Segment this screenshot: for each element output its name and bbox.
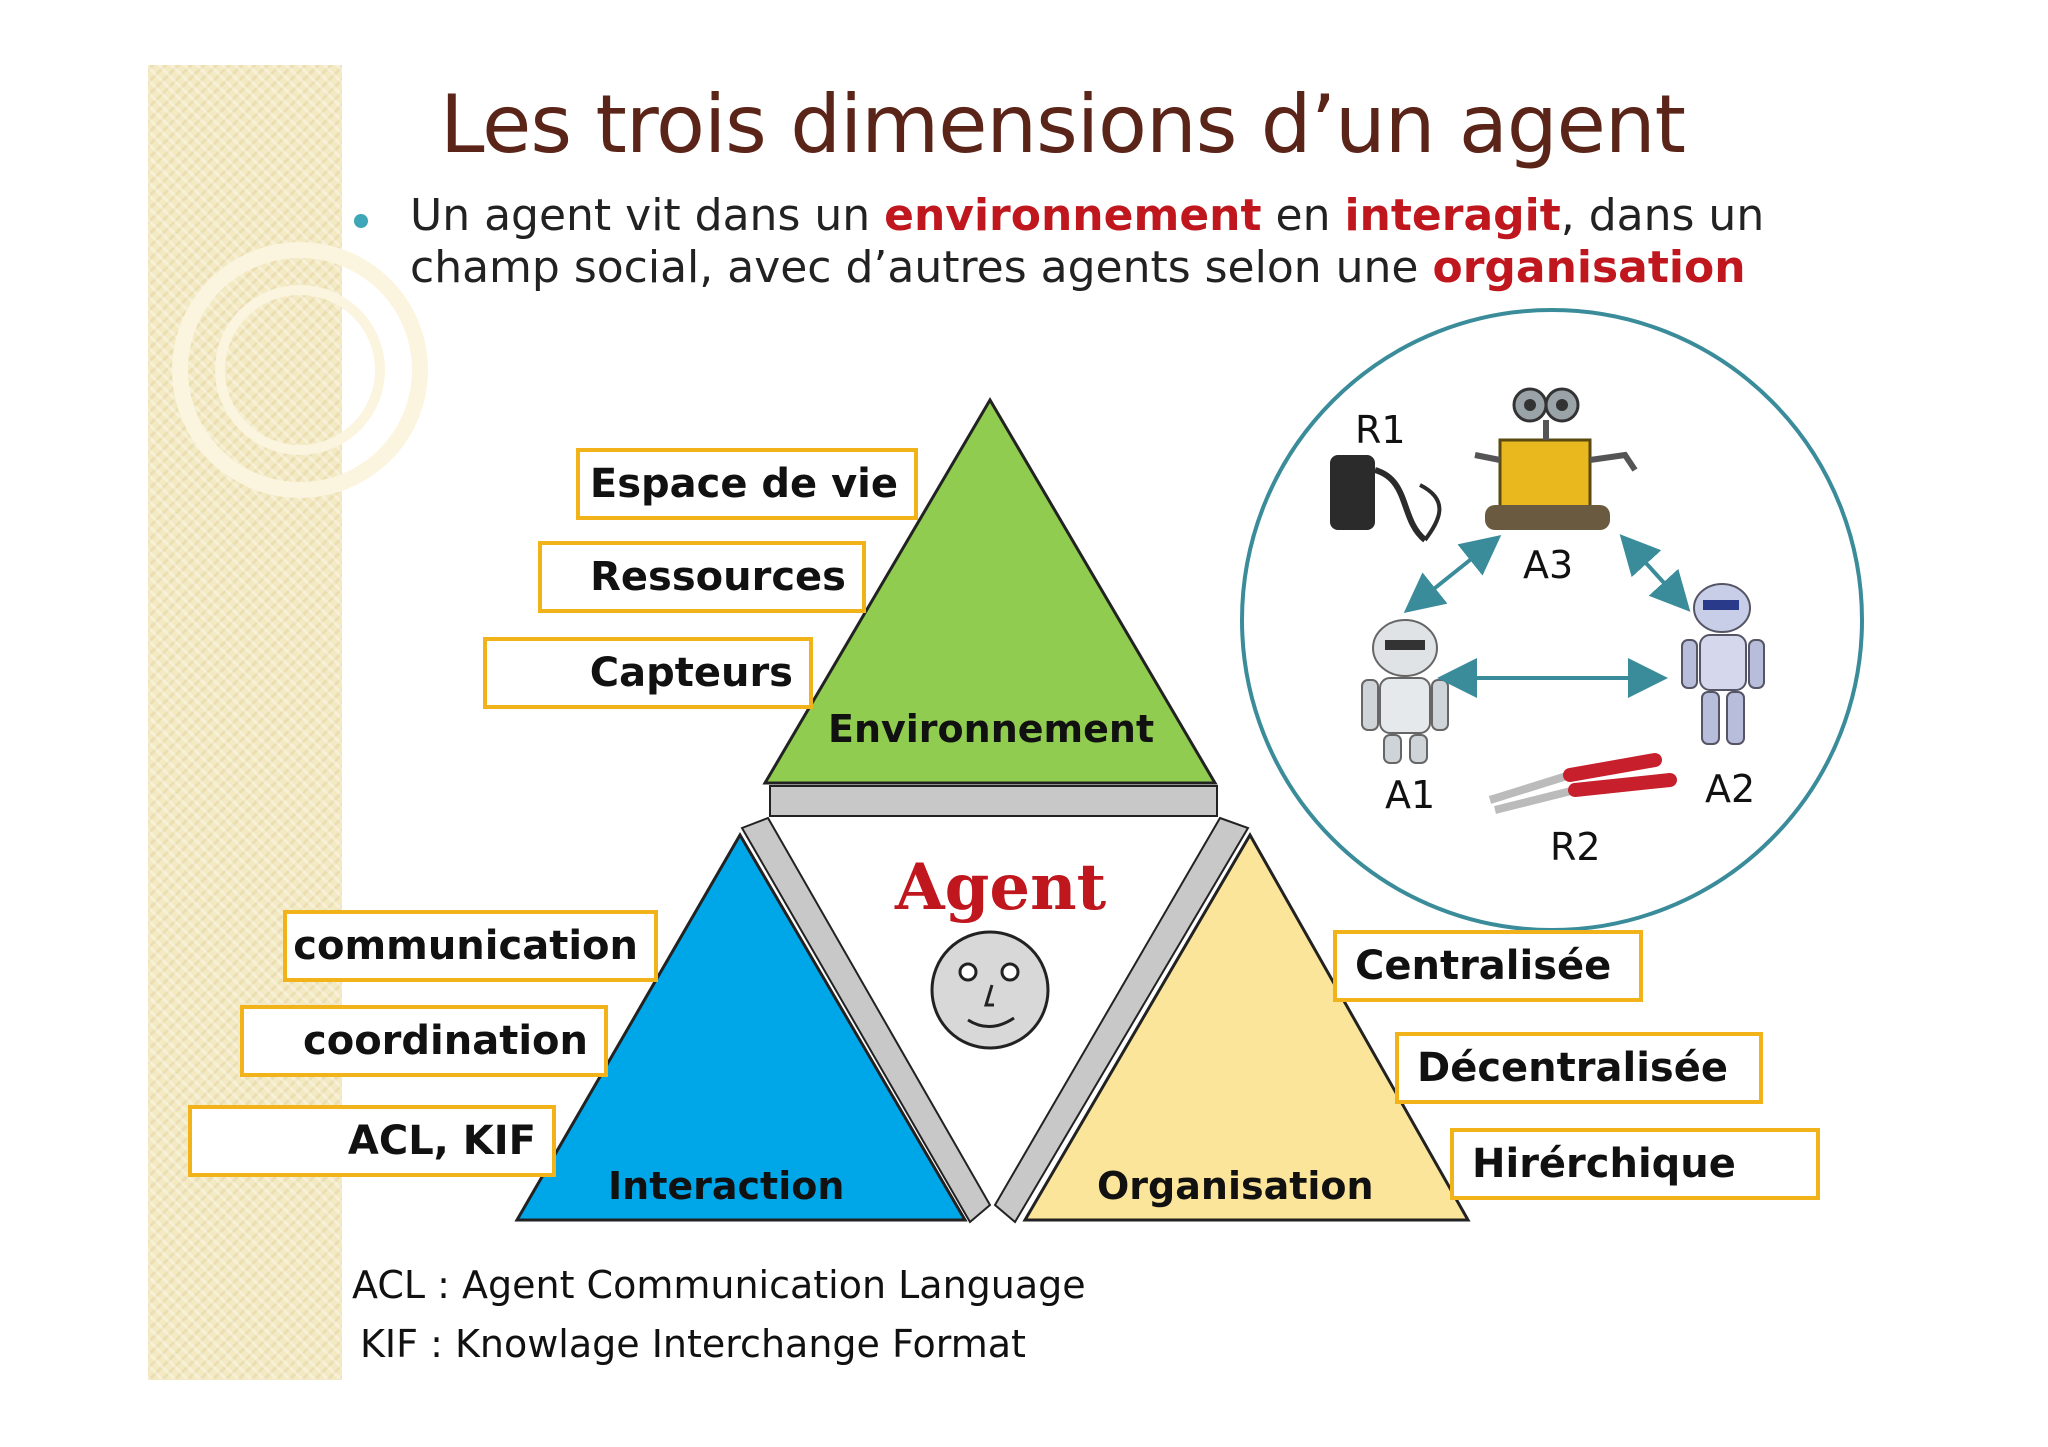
label-a1: A1 [1385, 773, 1436, 817]
charger-icon [1330, 455, 1442, 543]
bullet-text-3: , dans un champ social, avec d’autres ag… [410, 190, 1765, 293]
label-r1: R1 [1355, 408, 1406, 452]
robot-a1-legs [1383, 734, 1428, 764]
face-icon [930, 930, 1050, 1050]
environment-triangle [762, 397, 1218, 785]
keyword-environnement: environnement [884, 190, 1262, 241]
page-title: Les trois dimensions d’un agent [440, 78, 1686, 171]
pliers-icon [1488, 753, 1677, 814]
right-bar [993, 816, 1250, 1224]
box-coordination: coordination [240, 1005, 608, 1077]
bullet-text-1: Un agent vit dans un [410, 190, 885, 241]
bullet-text-2: en [1261, 190, 1345, 241]
box-hierarchique: Hirérchique [1450, 1128, 1820, 1200]
interaction-triangle [514, 832, 968, 1222]
left-bar [740, 816, 992, 1224]
footnote-kif: KIF : Knowlage Interchange Format [360, 1322, 1026, 1366]
box-capteurs: Capteurs [483, 637, 813, 709]
box-decentralisee: Décentralisée [1395, 1032, 1763, 1104]
box-communication: communication [283, 910, 658, 982]
label-environnement: Environnement [828, 707, 1155, 751]
label-interaction: Interaction [608, 1164, 845, 1208]
box-espace-de-vie: Espace de vie [576, 448, 918, 520]
box-acl-kif: ACL, KIF [188, 1105, 556, 1177]
top-bar [769, 785, 1218, 817]
sidebar-ring-small [215, 285, 385, 455]
keyword-interagit: interagit [1344, 190, 1561, 241]
arrow-a3-a2 [1619, 534, 1691, 612]
label-agent: Agent [895, 850, 1107, 925]
footnote-acl: ACL : Agent Communication Language [352, 1263, 1086, 1307]
humanoid-robot-icon [1361, 619, 1449, 734]
intro-bullet: Un agent vit dans un environnement en in… [410, 190, 1780, 294]
box-ressources: Ressources [538, 541, 866, 613]
bullet-dot [354, 214, 368, 228]
label-a2: A2 [1705, 767, 1756, 811]
humanoid-robot-icon [1681, 583, 1765, 745]
sidebar-ring-large [172, 242, 428, 498]
label-organisation: Organisation [1097, 1164, 1374, 1208]
organisation-triangle [1022, 831, 1471, 1222]
label-a3: A3 [1523, 543, 1574, 587]
label-r2: R2 [1550, 825, 1601, 869]
arrow-a1-a3 [1403, 535, 1502, 613]
box-centralisee: Centralisée [1333, 930, 1643, 1002]
keyword-organisation: organisation [1432, 242, 1746, 293]
wall-e-robot-icon [1474, 387, 1638, 530]
